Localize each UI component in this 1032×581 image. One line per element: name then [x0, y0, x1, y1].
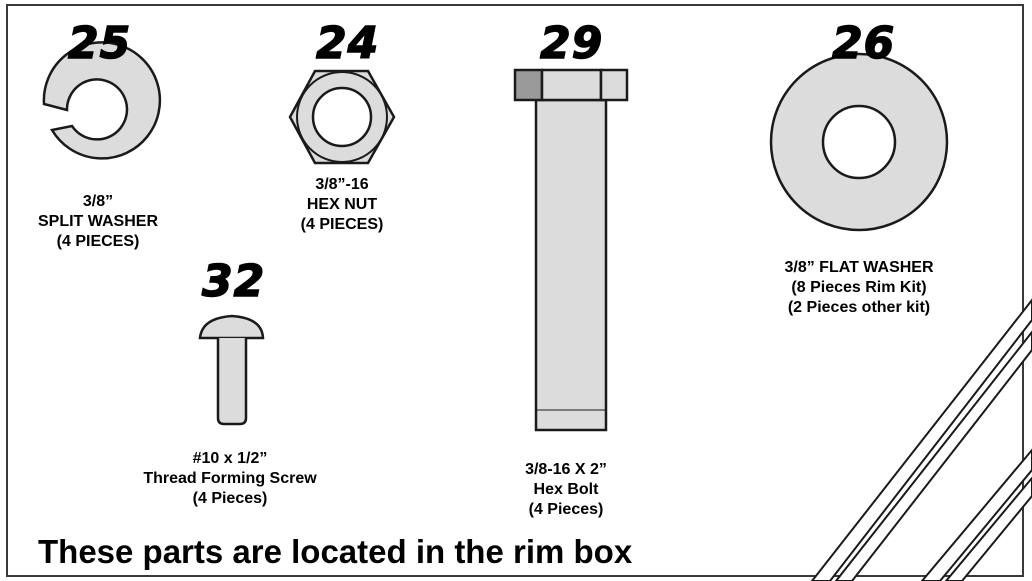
part-number-26: 26 [831, 17, 896, 70]
screw-name: Thread Forming Screw [143, 470, 317, 487]
screw-qty: (4 Pieces) [192, 490, 268, 507]
part-number-32: 32 [201, 255, 266, 308]
split-washer-size: 3/8” [82, 193, 114, 210]
hex-bolt-size: 3/8-16 X 2” [525, 461, 607, 478]
screw-size: #10 x 1/2” [192, 450, 268, 467]
rim-box-caption: These parts are located in the rim box [38, 533, 633, 570]
part-number-25: 25 [67, 17, 132, 70]
hex-bolt-drawing [513, 68, 629, 432]
split-washer-label: 3/8” SPLIT WASHER (4 PIECES) [38, 192, 158, 252]
split-washer-qty: (4 PIECES) [56, 233, 140, 250]
flat-washer-label: 3/8” FLAT WASHER (8 Pieces Rim Kit) (2 P… [784, 258, 933, 318]
diagram-frame [6, 4, 1024, 577]
part-number-29: 29 [539, 17, 604, 70]
hex-nut-qty: (4 PIECES) [300, 216, 384, 233]
hex-nut-drawing [288, 69, 396, 165]
flat-washer-drawing [769, 52, 949, 232]
hex-nut-label: 3/8”-16 HEX NUT (4 PIECES) [301, 175, 384, 235]
flat-washer-size: 3/8” FLAT WASHER [784, 259, 934, 276]
split-washer-name: SPLIT WASHER [37, 213, 159, 230]
screw-drawing [198, 314, 265, 426]
hex-bolt-qty: (4 Pieces) [528, 501, 604, 518]
screw-label: #10 x 1/2” Thread Forming Screw (4 Piece… [143, 449, 316, 509]
flat-washer-qty-rim: (8 Pieces Rim Kit) [791, 279, 927, 296]
part-number-24: 24 [315, 17, 380, 70]
hex-bolt-name: Hex Bolt [533, 481, 599, 498]
hex-nut-name: HEX NUT [306, 196, 378, 213]
hex-nut-size: 3/8”-16 [315, 176, 369, 193]
flat-washer-qty-other: (2 Pieces other kit) [787, 299, 931, 316]
split-washer-drawing [42, 41, 162, 160]
hex-bolt-label: 3/8-16 X 2” Hex Bolt (4 Pieces) [525, 460, 607, 520]
rim-edge-drawing [810, 298, 1032, 581]
